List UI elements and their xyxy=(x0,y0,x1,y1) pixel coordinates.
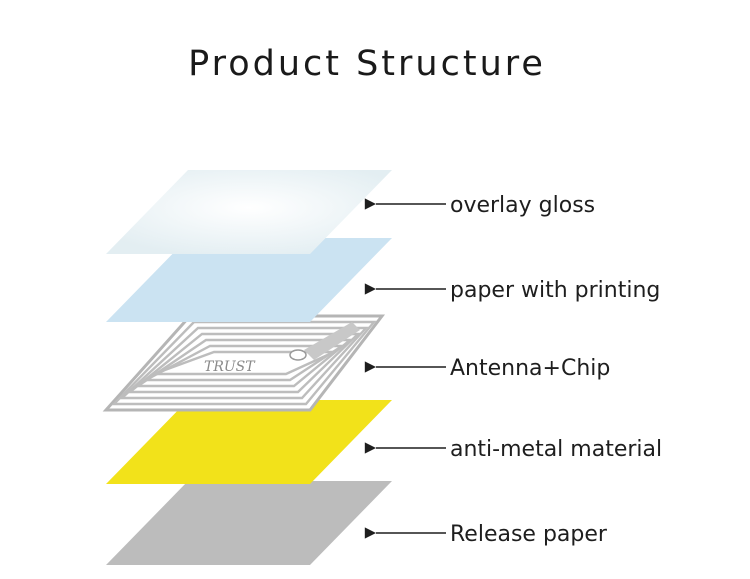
label-antenna-chip: Antenna+Chip xyxy=(450,356,610,381)
paper-with-printing-layer xyxy=(106,238,392,322)
chip-icon xyxy=(289,349,307,361)
label-release-paper: Release paper xyxy=(450,522,608,547)
label-overlay-gloss: overlay gloss xyxy=(450,193,595,218)
antenna-chip-layer: TRUST xyxy=(102,314,386,412)
anti-metal-material-layer xyxy=(106,400,392,484)
label-anti-metal-material: anti-metal material xyxy=(450,437,662,462)
page-title: Product Structure xyxy=(188,44,546,84)
overlay-gloss-layer xyxy=(106,170,392,254)
label-paper-with-printing: paper with printing xyxy=(450,278,660,303)
release-paper-layer xyxy=(106,481,392,565)
chip-logo: TRUST xyxy=(204,359,256,375)
